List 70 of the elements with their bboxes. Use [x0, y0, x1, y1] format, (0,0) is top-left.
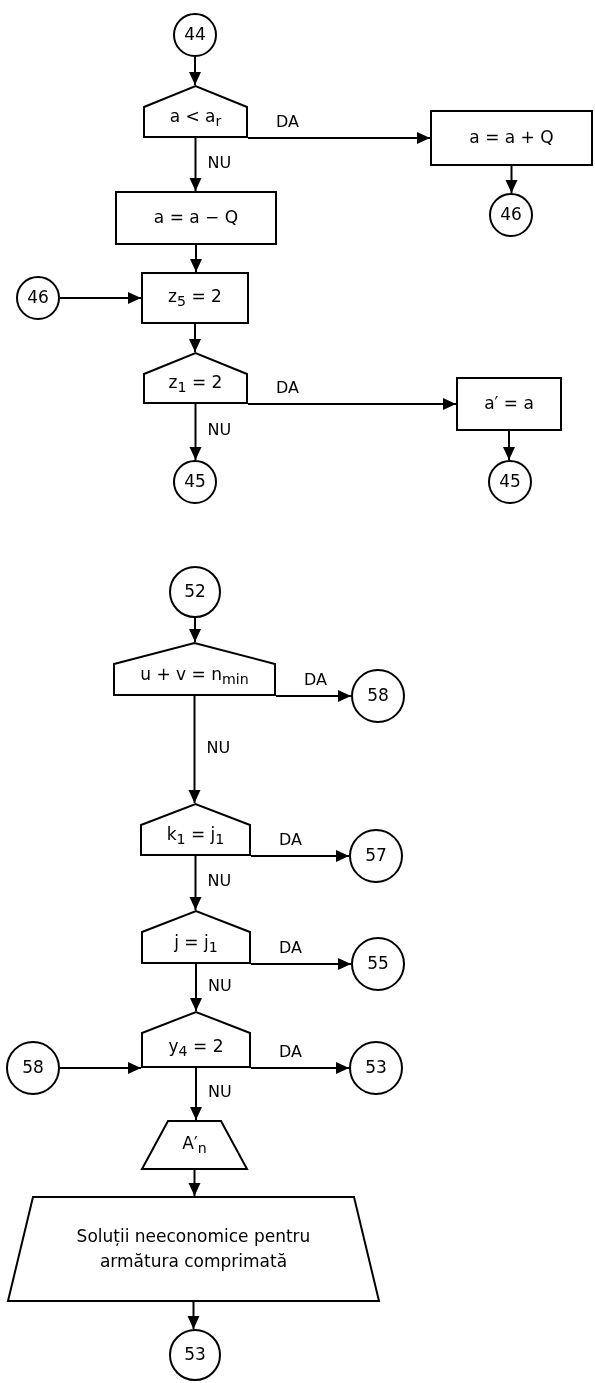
arrow: [505, 165, 518, 194]
connector-number: 58: [367, 684, 389, 708]
condition-text: a < a$_{r}$: [169, 105, 222, 132]
assignment-text: z$_{5}$ = 2: [168, 284, 222, 312]
arrow: [247, 398, 457, 410]
arrow: [189, 403, 202, 461]
connector-number: 53: [184, 1343, 206, 1367]
decision-box: [143, 85, 248, 138]
assignment-text: a = a + Q: [469, 126, 554, 150]
condition-text: y$_{4}$ = 2: [168, 1035, 224, 1062]
process-box: [141, 272, 249, 324]
output-text: Soluții neeconomice pentru armătura comprimată: [75, 1224, 312, 1273]
arrow: [275, 690, 352, 702]
trapezoid-box: [141, 1120, 248, 1170]
connector-circle: [488, 460, 532, 504]
connector-number: 44: [184, 23, 206, 47]
connector-circle: [16, 276, 60, 320]
decision-box: [141, 1011, 251, 1068]
arrow: [189, 56, 201, 86]
arrow: [188, 695, 201, 804]
arrow: [250, 1062, 350, 1074]
connector-number: 53: [365, 1056, 387, 1080]
arrow: [190, 1067, 202, 1121]
connector-circle: [489, 193, 533, 237]
output-text: A′$_{n}$: [181, 1131, 208, 1159]
connector-number: 55: [367, 952, 389, 976]
condition-text: k$_{1}$ = j$_{1}$: [166, 823, 225, 850]
decision-box: [140, 803, 251, 856]
assignment-text: a = a − Q: [153, 206, 239, 230]
connector-circle: [173, 460, 217, 504]
condition-text: z$_{1}$ = 2: [168, 371, 223, 398]
connector-circle: [169, 1329, 221, 1381]
arrow: [189, 617, 201, 643]
connector-number: 46: [27, 286, 49, 310]
process-box: [115, 191, 277, 245]
condition-text: j = j$_{1}$: [174, 931, 218, 958]
condition-text: u + v = n$_{min}$: [140, 663, 249, 690]
connector-circle: [349, 829, 403, 883]
arrow: [59, 1062, 142, 1074]
arrow: [189, 323, 201, 353]
trapezoid-box: [7, 1196, 380, 1302]
connector-circle: [6, 1041, 60, 1095]
arrow: [503, 430, 515, 461]
arrow: [190, 963, 202, 1012]
arrow: [190, 244, 202, 273]
arrow: [250, 850, 350, 862]
arrow: [59, 292, 142, 304]
assignment-text: a′ = a: [484, 392, 534, 416]
connector-number: 57: [365, 844, 387, 868]
connector-circle: [173, 13, 217, 57]
connector-number: 52: [184, 580, 206, 604]
connector-number: 45: [184, 470, 206, 494]
connector-number: 46: [500, 203, 522, 227]
connector-number: 45: [499, 470, 521, 494]
process-box: [456, 377, 562, 431]
arrow: [188, 1169, 201, 1197]
decision-box: [143, 352, 248, 404]
process-box: [430, 110, 593, 166]
decision-box: [113, 642, 276, 696]
connector-circle: [351, 937, 405, 991]
arrow: [189, 855, 202, 911]
decision-box: [141, 910, 251, 964]
connector-circle: [349, 1041, 403, 1095]
connector-circle: [169, 566, 221, 618]
arrow: [250, 958, 352, 970]
arrow: [187, 1301, 200, 1330]
connector-circle: [351, 669, 405, 723]
connector-number: 58: [22, 1056, 44, 1080]
arrow: [247, 132, 431, 144]
arrow: [189, 137, 202, 192]
